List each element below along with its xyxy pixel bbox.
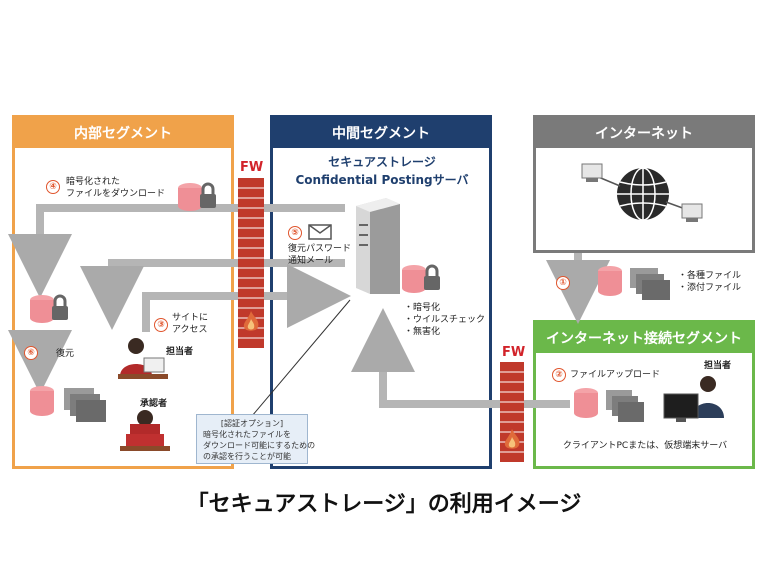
step-5-badge: ⑤: [288, 226, 302, 240]
step-4-label-2: ファイルをダウンロード: [66, 188, 165, 200]
person-in-charge-label: 担当者: [166, 346, 193, 358]
auth-option-line3: の承認を行うことが可能: [203, 451, 301, 462]
fire-right-icon: [501, 428, 523, 452]
internet-files-icon: [596, 264, 680, 304]
globe-network-icon: [578, 158, 708, 234]
upload-files-icon: [572, 386, 652, 426]
step-3-label-2: アクセス: [172, 324, 208, 336]
auth-option-line2: ダウンロード可能にするための: [203, 440, 301, 451]
firewall-label-left: FW: [240, 160, 263, 175]
step-3-label-1: サイトに: [172, 312, 208, 324]
auth-option-note: [認証オプション] 暗号化されたファイルを ダウンロード可能にするための の承認…: [196, 414, 308, 464]
step-6-label: 復元: [56, 348, 74, 360]
download-db-lock-icon: [176, 180, 220, 216]
figure-caption: 「セキュアストレージ」の利用イメージ: [0, 486, 768, 518]
auth-option-title: [認証オプション]: [203, 418, 301, 429]
step-1-files-2: ・添付ファイル: [678, 282, 741, 294]
step-1-files-1: ・各種ファイル: [678, 270, 741, 282]
server-feature-viruscheck: ・ウイルスチェック: [404, 314, 485, 326]
mail-icon: [308, 224, 332, 240]
server-db-lock-icon: [400, 262, 444, 298]
step-4-badge: ④: [46, 180, 60, 194]
firewall-label-right: FW: [502, 345, 525, 360]
server-icon: [356, 198, 400, 294]
step-2-badge: ②: [552, 368, 566, 382]
server-name-line1: セキュアストレージ: [290, 156, 474, 168]
step-6-badge: ⑥: [24, 346, 38, 360]
server-feature-sanitize: ・無害化: [404, 326, 440, 338]
received-db-lock-icon: [28, 292, 72, 328]
step-5-label-2: 通知メール: [288, 255, 333, 267]
step-5-label-1: 復元パスワード: [288, 243, 351, 255]
server-name-line2: Confidential Postingサーバ: [282, 174, 482, 186]
external-person-label: 担当者: [704, 360, 731, 372]
auth-callout-line: [252, 300, 350, 416]
step-3-badge: ③: [154, 318, 168, 332]
step-4-label-1: 暗号化された: [66, 176, 120, 188]
approver-icon: [118, 408, 172, 454]
fire-left-icon: [240, 310, 262, 334]
step-2-label: ファイルアップロード: [570, 369, 660, 381]
auth-option-line1: 暗号化されたファイルを: [203, 429, 301, 440]
external-person-icon: [662, 374, 732, 426]
person-in-charge-icon: [116, 336, 170, 382]
server-feature-encrypt: ・暗号化: [404, 302, 440, 314]
step-1-badge: ①: [556, 276, 570, 290]
restored-files-icon: [28, 384, 112, 424]
client-note: クライアントPCまたは、仮想端末サーバ: [552, 440, 738, 452]
